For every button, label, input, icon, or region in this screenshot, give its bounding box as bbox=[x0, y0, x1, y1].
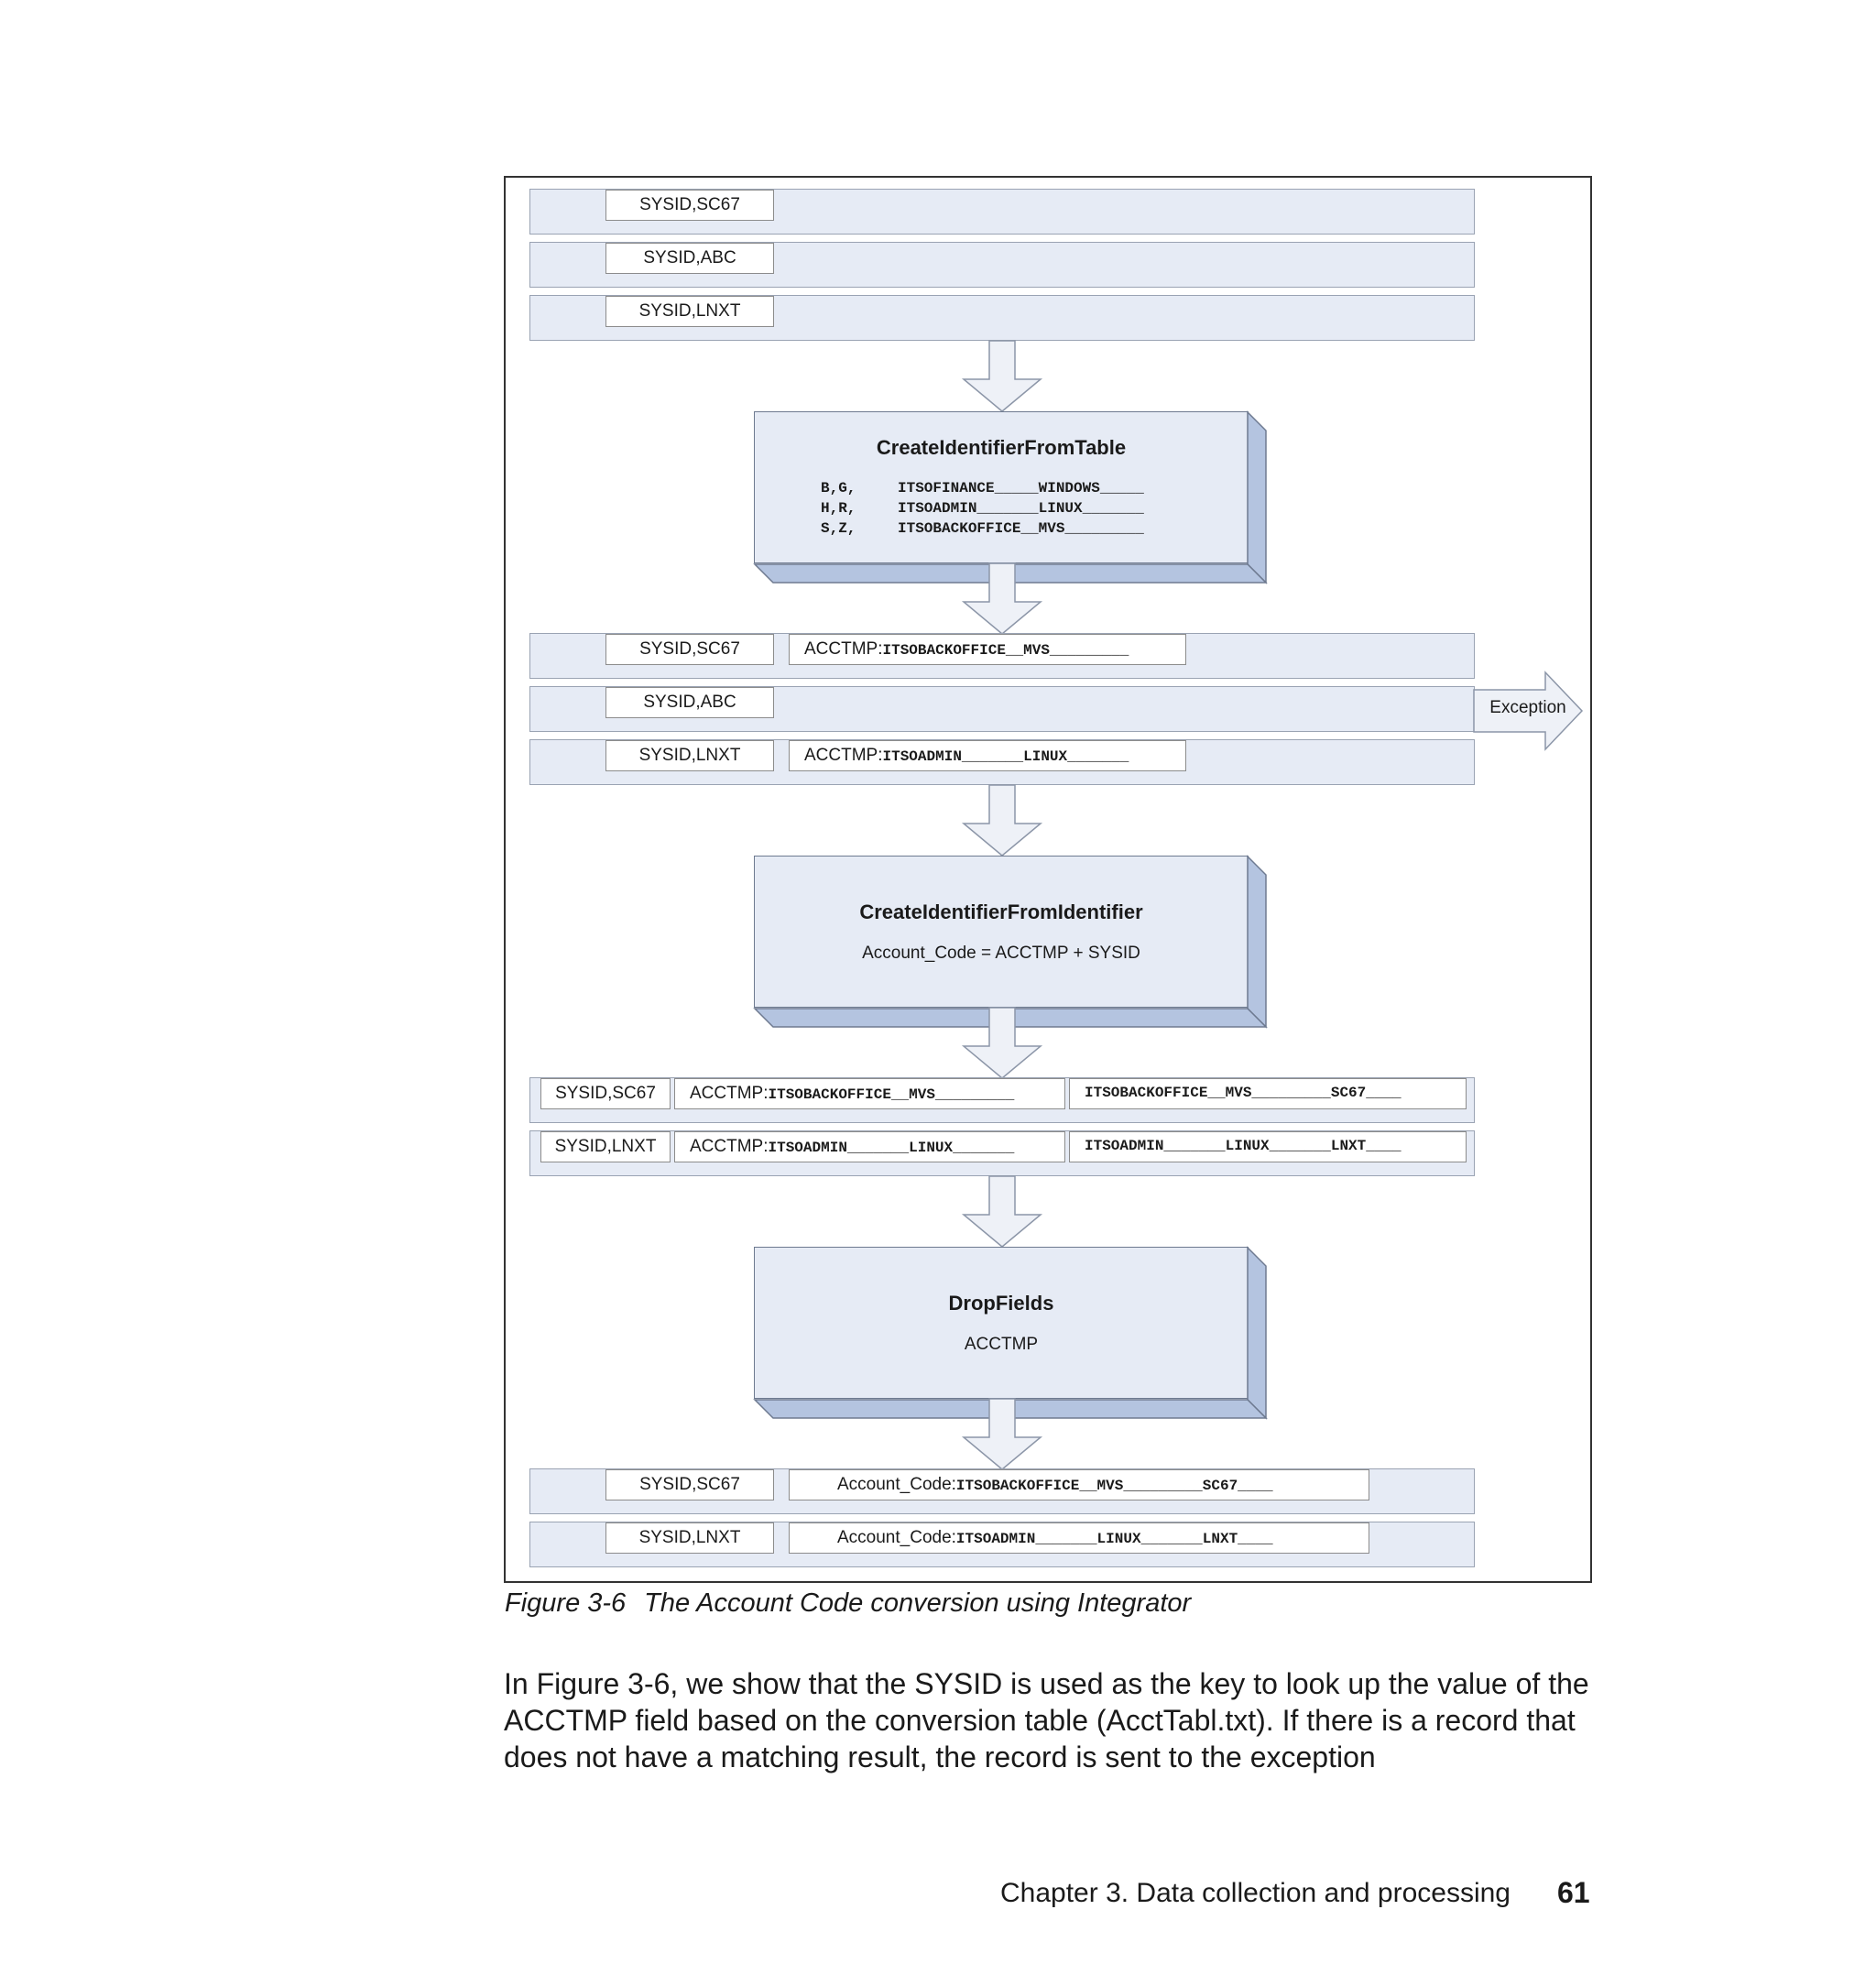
process-box-create-identifier-from-identifier: CreateIdentifierFromIdentifier Account_C… bbox=[753, 855, 1268, 1029]
output-record-row: SYSID,LNXT Account_Code:ITSOADMIN_______… bbox=[529, 1522, 1475, 1567]
record-key-cell: SYSID,SC67 bbox=[605, 1469, 774, 1500]
acctmp-cell: ACCTMP:ITSOBACKOFFICE__MVS_________ bbox=[674, 1078, 1065, 1109]
record-key-cell: SYSID,LNXT bbox=[605, 740, 774, 771]
acctmp-cell: ACCTMP:ITSOADMIN_______LINUX_______ bbox=[789, 740, 1186, 771]
record-key-cell: SYSID,SC67 bbox=[605, 190, 774, 221]
process-title: DropFields bbox=[948, 1292, 1054, 1315]
account-code-record-row: SYSID,LNXT ACCTMP:ITSOADMIN_______LINUX_… bbox=[529, 1130, 1475, 1176]
input-record-row: SYSID,LNXT bbox=[529, 295, 1475, 341]
intermediate-record-row: SYSID,ABC bbox=[529, 686, 1475, 732]
record-key-cell: SYSID,LNXT bbox=[540, 1131, 671, 1162]
input-record-row: SYSID,SC67 bbox=[529, 189, 1475, 235]
process-title: CreateIdentifierFromIdentifier bbox=[859, 900, 1143, 923]
account-code-cell: ITSOADMIN_______LINUX_______LNXT____ bbox=[1069, 1131, 1467, 1162]
account-code-cell: Account_Code:ITSOADMIN_______LINUX______… bbox=[789, 1522, 1369, 1554]
intermediate-record-row: SYSID,SC67 ACCTMP:ITSOBACKOFFICE__MVS___… bbox=[529, 633, 1475, 679]
record-key-cell: SYSID,ABC bbox=[605, 243, 774, 274]
flow-arrow-down bbox=[961, 1007, 1043, 1079]
dropped-field: ACCTMP bbox=[964, 1335, 1039, 1354]
body-paragraph: In Figure 3-6, we show that the SYSID is… bbox=[504, 1667, 1589, 1773]
account-code-cell: ITSOBACKOFFICE__MVS_________SC67____ bbox=[1069, 1078, 1467, 1109]
chapter-footer: Chapter 3. Data collection and processin… bbox=[1000, 1878, 1511, 1908]
flow-arrow-down bbox=[961, 1175, 1043, 1248]
conversion-table: B,G,ITSOFINANCE_____WINDOWS_____ H,R,ITS… bbox=[821, 478, 1144, 539]
figure-caption: Figure 3-6 The Account Code conversion us… bbox=[505, 1588, 1191, 1619]
page-number: 61 bbox=[1557, 1876, 1590, 1909]
record-key-cell: SYSID,ABC bbox=[605, 687, 774, 718]
table-row: B,G,ITSOFINANCE_____WINDOWS_____ bbox=[821, 480, 1144, 496]
record-key-cell: SYSID,SC67 bbox=[605, 634, 774, 665]
record-key-cell: SYSID,LNXT bbox=[605, 1522, 774, 1554]
process-box-create-identifier-from-table: CreateIdentifierFromTable B,G,ITSOFINANC… bbox=[753, 410, 1268, 584]
exception-label: Exception bbox=[1489, 698, 1566, 717]
intermediate-record-row: SYSID,LNXT ACCTMP:ITSOADMIN_______LINUX_… bbox=[529, 739, 1475, 785]
flow-arrow-down bbox=[961, 562, 1043, 635]
flow-arrow-down bbox=[961, 1398, 1043, 1470]
input-record-row: SYSID,ABC bbox=[529, 242, 1475, 288]
process-box-drop-fields: DropFields ACCTMP bbox=[753, 1246, 1268, 1420]
flow-arrow-down bbox=[961, 340, 1043, 412]
acctmp-cell: ACCTMP:ITSOBACKOFFICE__MVS_________ bbox=[789, 634, 1186, 665]
record-key-cell: SYSID,LNXT bbox=[605, 296, 774, 327]
account-code-record-row: SYSID,SC67 ACCTMP:ITSOBACKOFFICE__MVS___… bbox=[529, 1077, 1475, 1123]
flow-arrow-down bbox=[961, 784, 1043, 857]
figure-number: Figure 3-6 bbox=[505, 1588, 627, 1618]
process-formula: Account_Code = ACCTMP + SYSID bbox=[862, 944, 1140, 963]
process-title: CreateIdentifierFromTable bbox=[876, 436, 1127, 459]
account-code-cell: Account_Code:ITSOBACKOFFICE__MVS________… bbox=[789, 1469, 1369, 1500]
output-record-row: SYSID,SC67 Account_Code:ITSOBACKOFFICE__… bbox=[529, 1468, 1475, 1514]
exception-arrow bbox=[1473, 671, 1584, 751]
figure-caption-text: The Account Code conversion using Integr… bbox=[644, 1588, 1192, 1618]
table-row: H,R,ITSOADMIN_______LINUX_______ bbox=[821, 500, 1144, 517]
acctmp-cell: ACCTMP:ITSOADMIN_______LINUX_______ bbox=[674, 1131, 1065, 1162]
table-row: S,Z,ITSOBACKOFFICE__MVS_________ bbox=[821, 520, 1144, 537]
record-key-cell: SYSID,SC67 bbox=[540, 1078, 671, 1109]
